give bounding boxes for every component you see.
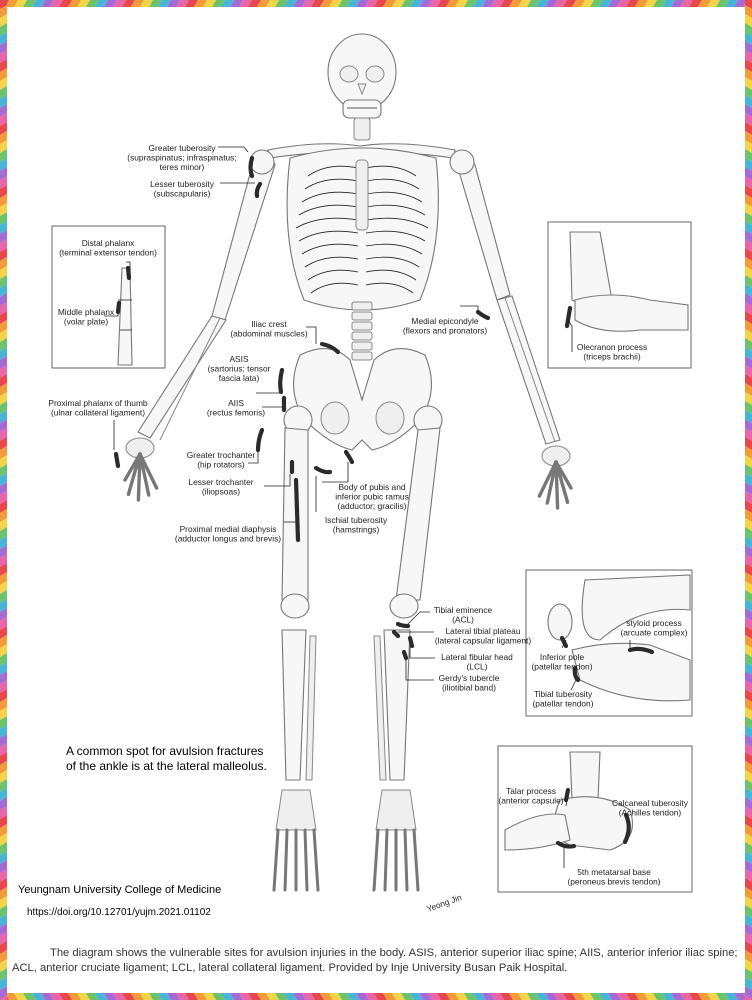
label-tibial-tuberosity: Tibial tuberosity(patellar tendon) [533, 689, 594, 709]
label-middle-phalanx: Middle phalanx(volar plate) [58, 307, 115, 327]
lumbar-spine [351, 301, 373, 361]
labels: Greater tuberosity(supraspinatus; infras… [48, 143, 688, 887]
humerus-right [211, 152, 276, 321]
label-tibial-eminence: Tibial eminence(ACL) [434, 605, 493, 625]
label-medial-epicondyle: Medial epicondyle(flexors and pronators) [403, 316, 487, 336]
label-fifth-metatarsal: 5th metatarsal base(peroneus brevis tend… [567, 867, 660, 887]
forearm-right [137, 315, 227, 439]
tibia-right [281, 629, 307, 781]
foot-left [372, 789, 420, 892]
label-olecranon: Olecranon process(triceps brachii) [577, 342, 647, 362]
label-styloid-process: styloid process(arcuate complex) [620, 618, 687, 638]
label-calcaneal-tuberosity: Calcaneal tuberosity(Achilles tendon) [612, 798, 689, 818]
tibia-left [383, 629, 411, 781]
sternum [355, 159, 369, 231]
pelvis [293, 348, 432, 451]
label-ischial-tuberosity: Ischial tuberosity(hamstrings) [325, 515, 388, 535]
source-doi: https://doi.org/10.12701/yujm.2021.01102 [27, 907, 211, 918]
figure-caption: The diagram shows the vulnerable sites f… [12, 947, 738, 974]
injury-marks [113, 155, 491, 661]
patella-right [280, 593, 310, 619]
label-iliac-crest: Iliac crest(abdominal muscles) [230, 319, 307, 339]
label-greater-trochanter: Greater trochanter(hip rotators) [187, 450, 256, 470]
label-proximal-phalanx-thumb: Proximal phalanx of thumb(ulnar collater… [48, 398, 147, 418]
humerus-left [454, 154, 511, 301]
artist-signature: Yeong Jin [425, 892, 463, 914]
ribs [295, 165, 429, 294]
label-gerdys-tubercle: Gerdy's tubercle(iliotibial band) [439, 673, 500, 693]
femur-left [395, 427, 441, 601]
source-institution: Yeungnam University College of Medicine [18, 884, 222, 896]
forearm-left [496, 295, 561, 445]
label-greater-tuberosity: Greater tuberosity(supraspinatus; infras… [127, 143, 236, 172]
hand-left [537, 445, 573, 510]
patella-left [389, 593, 419, 619]
ankle-note: A common spot for avulsion fractures of … [66, 744, 267, 773]
cervical-spine [353, 117, 371, 141]
label-talar-process: Talar process(anterior capsule) [498, 786, 563, 806]
foot-right [272, 789, 320, 892]
inset-knee [525, 569, 693, 717]
hand-right [123, 437, 159, 502]
label-lesser-trochanter: Lesser trochanter(iliopsoas) [188, 477, 253, 497]
label-lateral-tibial-plateau: Lateral tibial plateau(lateral capsular … [435, 626, 532, 646]
femur-right [281, 427, 309, 601]
inset-finger [51, 225, 166, 369]
label-proximal-medial-diaphysis: Proximal medial diaphysis(adductor longu… [175, 524, 281, 544]
inset-ankle [497, 745, 693, 893]
label-lesser-tuberosity: Lesser tuberosity(subscapularis) [150, 179, 215, 199]
leader-lines [104, 146, 631, 868]
skeleton: Yeong Jin [123, 33, 573, 914]
label-lateral-fibular-head: Lateral fibular head(LCL) [441, 652, 513, 672]
label-distal-phalanx: Distal phalanx(terminal extensor tendon) [59, 238, 157, 258]
skull [327, 33, 397, 119]
label-inferior-pole: Inferior pole(patellar tendon) [532, 652, 593, 672]
label-aiis: AIIS(rectus femoris) [207, 398, 265, 418]
